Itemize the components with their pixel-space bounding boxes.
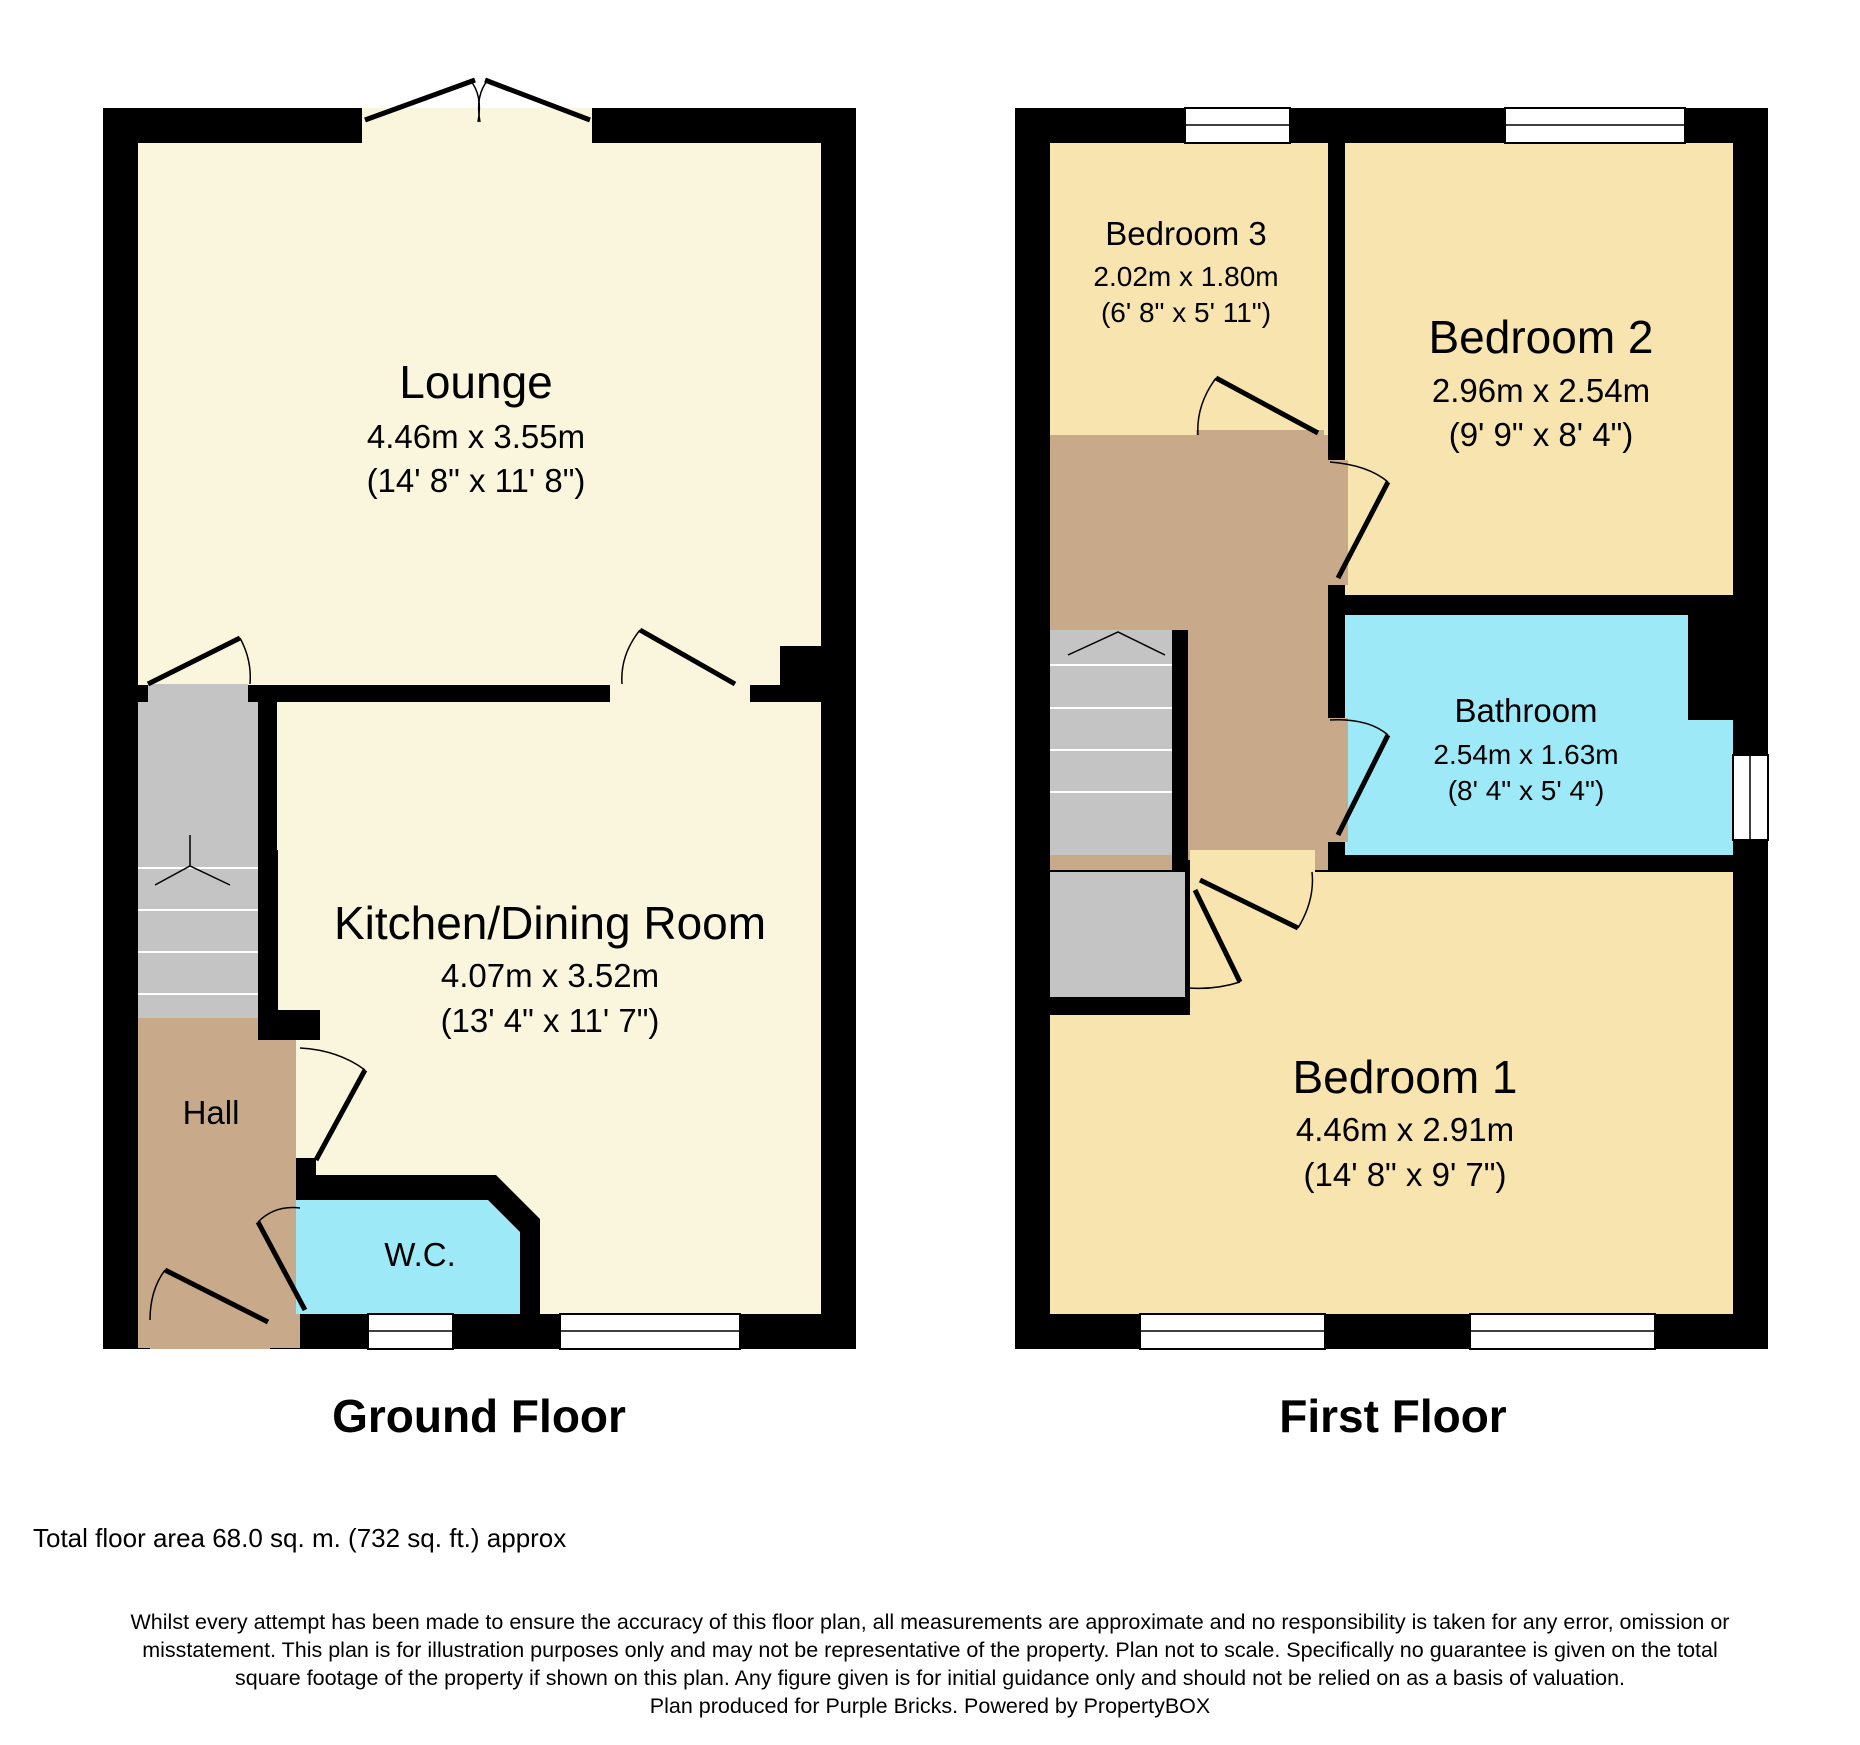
hall-area (138, 1018, 300, 1348)
lounge-name: Lounge (399, 356, 553, 408)
bedroom-1-imperial: (14' 8" x 9' 7") (1303, 1156, 1507, 1193)
ground-stairs (138, 826, 258, 1020)
bedroom-1-doorway (1190, 850, 1315, 874)
disclaimer: Whilst every attempt has been made to en… (30, 1608, 1830, 1720)
bedroom-1-name: Bedroom 1 (1292, 1051, 1518, 1103)
ground-door-arcs (149, 79, 641, 1321)
first-stairs (1050, 630, 1172, 855)
first-floor-cupboard-fill (1050, 872, 1185, 997)
bedroom-3-doorway (1196, 430, 1324, 450)
lounge-metric: 4.46m x 3.55m (366, 418, 586, 455)
bathroom-lower-strip (1345, 720, 1733, 855)
bedroom-2-name: Bedroom 2 (1428, 311, 1654, 363)
lounge-area (138, 143, 821, 685)
french-door-opening (362, 108, 592, 143)
disclaimer-line: Plan produced for Purple Bricks. Powered… (649, 1694, 1211, 1718)
first-floor-plan (1015, 107, 1769, 1350)
front-door-opening (150, 1312, 270, 1349)
first-floor-title: First Floor (1279, 1390, 1507, 1442)
wc-name: W.C. (384, 1236, 456, 1273)
cupboard-right-wall (1185, 860, 1190, 1015)
first-door-arcs (1187, 377, 1389, 990)
wc-door-gap (296, 1200, 316, 1314)
bedroom-2-imperial: (9' 9" x 8' 4") (1448, 416, 1634, 453)
bedroom-2-doorway (1326, 460, 1348, 585)
bedroom-2-area (1345, 143, 1733, 595)
stair-top-strip (258, 850, 278, 1010)
total-floor-area: Total floor area 68.0 sq. m. (732 sq. ft… (33, 1523, 567, 1553)
lounge-kitchen-doorway (610, 684, 750, 704)
ground-floor-plan (103, 77, 856, 1350)
bedroom-3-name: Bedroom 3 (1105, 215, 1267, 252)
kitchen-name: Kitchen/Dining Room (333, 897, 767, 949)
bathroom-metric: 2.54m x 1.63m (1433, 739, 1619, 770)
cupboard-bottom-wall (1050, 997, 1188, 1015)
disclaimer-line: misstatement. This plan is for illustrat… (142, 1638, 1718, 1662)
bedroom-1-metric: 4.46m x 2.91m (1295, 1111, 1515, 1148)
bathroom-doorway (1326, 718, 1348, 842)
bedroom-3-area (1050, 143, 1328, 435)
disclaimer-line: Whilst every attempt has been made to en… (130, 1610, 1730, 1634)
first-stair-arrow (1067, 631, 1166, 656)
ground-door-swings (146, 77, 737, 1325)
understairs-doorway (148, 684, 248, 704)
bathroom-name: Bathroom (1454, 692, 1598, 729)
hall-top-wall (258, 1010, 320, 1040)
kitchen-imperial: (13' 4" x 11' 7") (440, 1002, 660, 1039)
bedroom-3-imperial: (6' 8" x 5' 11") (1100, 297, 1272, 328)
wc-walls (316, 1175, 540, 1314)
stair-side-wall (1172, 630, 1188, 870)
wc-area (316, 1200, 520, 1314)
bathroom-imperial: (8' 4" x 5' 4") (1447, 775, 1605, 806)
ground-floor-title: Ground Floor (332, 1390, 626, 1442)
first-door-swings (1192, 375, 1391, 984)
hall-name: Hall (182, 1094, 240, 1131)
kitchen-metric: 4.07m x 3.52m (440, 957, 660, 994)
first-stair-treads (1050, 664, 1172, 793)
understairs-cupboard (138, 702, 258, 830)
bedroom-3-metric: 2.02m x 1.80m (1093, 261, 1279, 292)
bedroom-2-metric: 2.96m x 2.54m (1431, 372, 1651, 409)
lounge-imperial: (14' 8" x 11' 8") (366, 462, 586, 499)
ground-stair-treads (138, 867, 258, 995)
disclaimer-line: square footage of the property if shown … (234, 1666, 1626, 1690)
ground-wall-nub (780, 646, 822, 702)
hall-kitchen-door-gap (296, 1040, 316, 1170)
